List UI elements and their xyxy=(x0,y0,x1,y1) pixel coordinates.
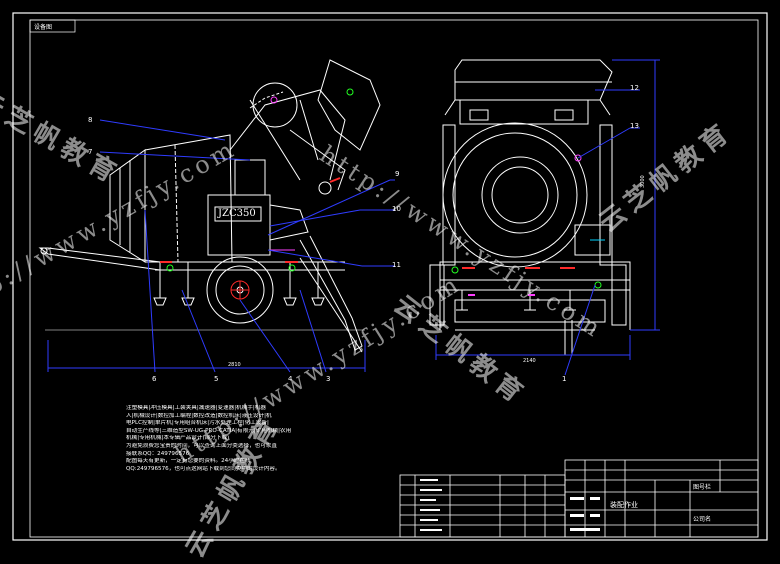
note-line: 机械|专用机械|本专辑产品设计(部分下载) xyxy=(126,435,230,442)
callout-1: 1 xyxy=(562,375,567,383)
callout-6: 6 xyxy=(152,375,157,383)
model-label: JZC350 xyxy=(218,208,256,219)
wheel xyxy=(206,256,274,324)
outrigger-1 xyxy=(153,262,167,306)
side-view xyxy=(38,59,395,373)
callout-11: 11 xyxy=(392,261,401,269)
hopper-arm xyxy=(229,89,346,181)
motor-guard xyxy=(252,82,298,128)
inner-border xyxy=(29,19,759,538)
outrigger-3 xyxy=(283,262,297,306)
front-view xyxy=(429,59,660,376)
parts-list-entries xyxy=(420,479,600,531)
dim-side-length: 2810 xyxy=(228,362,241,368)
dim-front-width: 2140 xyxy=(523,358,536,364)
note-line: QQ:249796576，也可点这网站下载到您同类中的设计内容。 xyxy=(126,465,281,472)
outrigger-2 xyxy=(181,262,195,306)
front-wheel-left xyxy=(429,264,445,326)
parts-list xyxy=(399,474,566,538)
drum-rear-cone xyxy=(109,149,146,263)
front-hopper xyxy=(454,59,613,101)
outrigger-4 xyxy=(311,262,325,306)
callout-9: 9 xyxy=(395,170,400,178)
outer-border xyxy=(12,12,768,541)
callout-10: 10 xyxy=(392,205,401,213)
note-line: 自动生产线等|三维造型SW-UG-PRO-CATIA|有限元|矿用机械|农用 xyxy=(126,427,292,434)
title-block-company: 公司名 xyxy=(693,516,712,523)
title-block xyxy=(399,459,759,538)
callout-3: 3 xyxy=(326,375,331,383)
model-plate xyxy=(214,206,262,222)
callout-5: 5 xyxy=(214,375,219,383)
title-block-drawing-no: 图号栏 xyxy=(693,484,712,491)
callout-8: 8 xyxy=(88,116,93,124)
note-line: 人|机械设计|数控加工编程|数控改造|数控机床|液压设计|机 xyxy=(126,412,272,419)
dim-height: 3000 xyxy=(640,175,646,188)
front-drum-inner xyxy=(481,156,559,234)
tow-bar xyxy=(38,247,161,271)
callout-13: 13 xyxy=(630,122,639,130)
discharge-chute xyxy=(299,235,363,351)
cad-drawing-sheet xyxy=(12,12,768,541)
note-line: 为避免浪费您宝贵的时间，可以查询上面分类选择，也可以直 xyxy=(126,442,278,449)
note-line: 注塑模具|冲压模具|工装夹具|减速器|变速器|机械手|机器 xyxy=(126,405,266,411)
callout-7: 7 xyxy=(88,148,93,156)
note-line: 接联系QQ：249796576 xyxy=(126,450,190,457)
corner-tag: 设备图 xyxy=(34,24,53,31)
note-line: 电PLC控制|单片机|专用组合机床|污水处理工程|化工设备| xyxy=(126,420,269,427)
front-drum-outer xyxy=(442,122,588,268)
hopper-bucket xyxy=(317,59,381,151)
drum-body xyxy=(144,134,233,263)
title-block-drawing-name: 装配作业 xyxy=(610,501,638,509)
callout-4: 4 xyxy=(288,375,293,383)
front-wheel-right xyxy=(611,264,627,326)
motor-box xyxy=(207,194,271,256)
note-line: 配图每天有更新，一定有您要的资料。24小时在线 xyxy=(126,458,251,465)
corner-tag-box xyxy=(29,19,76,33)
callout-12: 12 xyxy=(630,84,639,92)
technical-notes: 注塑模具|冲压模具|工装夹具|减速器|变速器|机械手|机器 人|机械设计|数控加… xyxy=(126,405,416,473)
